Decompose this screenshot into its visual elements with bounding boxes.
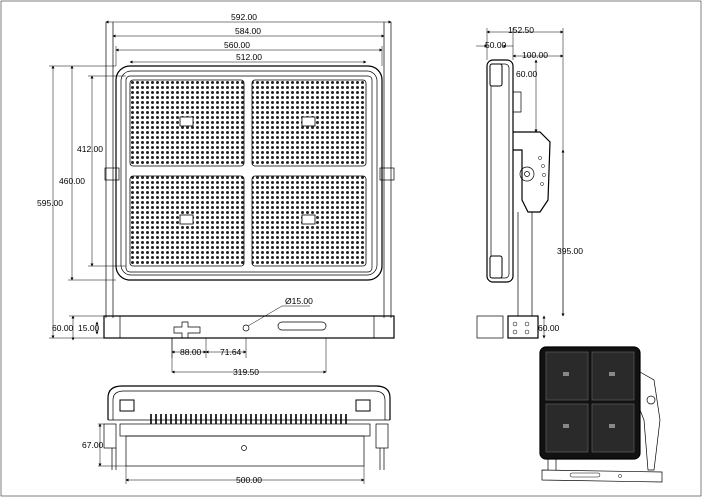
dim-hole-offset: 71.64 <box>220 347 242 357</box>
side-base-hole <box>524 321 530 327</box>
bottom-center-hole <box>241 445 247 451</box>
front-mount-hole <box>242 324 250 332</box>
front-module-1-chip-icon <box>179 116 194 127</box>
front-knob-right <box>379 167 395 181</box>
iso-chip-icon <box>609 424 615 428</box>
iso-chip-icon <box>563 372 569 376</box>
dim-front-height-panel: 412.00 <box>77 144 103 154</box>
front-module-4-chip-icon <box>301 214 316 225</box>
side-angle-hole <box>541 164 545 168</box>
bottom-view <box>103 385 391 470</box>
dim-hole-diameter: Ø15.00 <box>285 296 313 306</box>
bottom-fins <box>150 414 348 424</box>
side-view <box>476 59 551 339</box>
bottom-knob-right <box>355 399 371 412</box>
dim-bottom-height: 67.00 <box>82 440 104 450</box>
side-base-right <box>507 315 539 339</box>
front-view <box>103 22 395 339</box>
dim-front-width-body: 560.00 <box>224 40 250 50</box>
front-knob-left <box>104 167 120 181</box>
iso-pivot <box>646 395 656 405</box>
front-module-2-chip-icon <box>301 116 316 127</box>
iso-base-slot <box>569 472 601 478</box>
bottom-bracket-bar <box>119 423 371 437</box>
dim-side-depth: 152.50 <box>508 25 534 35</box>
bottom-dimensions: 67.00 500.00 <box>82 423 365 485</box>
iso-base <box>541 469 663 483</box>
dim-side-offset-b: 100.00 <box>522 50 548 60</box>
side-angle-hole <box>540 182 544 186</box>
dim-side-bracket-height: 60.00 <box>538 323 560 333</box>
side-dimensions: 152.50 50.00 100.00 60.00 395.00 60.00 <box>476 25 583 339</box>
side-base-left <box>476 315 504 339</box>
front-bracket-arms <box>105 22 392 318</box>
front-cross-slot <box>173 321 201 339</box>
side-angle-hole <box>538 156 542 160</box>
dim-front-width-overall: 592.00 <box>231 12 257 22</box>
front-module-3-chip-icon <box>179 214 194 225</box>
front-led-module-4 <box>251 175 367 267</box>
side-housing-inner <box>490 63 510 279</box>
dim-bracket-slot: 15.00 <box>78 323 100 333</box>
side-knob-top <box>489 63 503 87</box>
iso-chip-icon <box>563 424 569 428</box>
side-angle-hole <box>542 173 546 177</box>
front-dimensions: 592.00 584.00 560.00 512.00 595.00 460.0… <box>37 12 392 377</box>
dim-front-width-panel: 512.00 <box>236 52 262 62</box>
bottom-housing-inner <box>112 390 386 420</box>
bottom-bracket-rail <box>125 435 365 467</box>
front-long-slot <box>277 321 327 331</box>
iso-arm <box>639 371 661 471</box>
front-led-module-3 <box>129 175 245 267</box>
side-pivot <box>519 166 535 182</box>
front-module-frame <box>125 75 373 273</box>
front-housing-outer <box>115 65 383 281</box>
side-housing <box>486 59 514 283</box>
dim-bracket-height: 60.00 <box>52 323 74 333</box>
bottom-arm-legs <box>111 448 385 470</box>
dim-front-width-bracket: 584.00 <box>235 26 261 36</box>
dim-side-offset-a: 50.00 <box>485 40 507 50</box>
side-fin-block <box>513 91 522 113</box>
bottom-knob-left <box>119 399 135 412</box>
front-led-module-1 <box>129 79 245 167</box>
isometric-view <box>539 346 663 483</box>
bottom-bracket-end-right <box>375 423 389 449</box>
front-led-module-2 <box>251 79 367 167</box>
iso-chip-icon <box>609 372 615 376</box>
front-bracket-end-right <box>373 315 395 339</box>
dim-front-height-body: 460.00 <box>59 176 85 186</box>
side-base-hole <box>524 329 530 335</box>
side-base-hole <box>512 321 518 327</box>
side-base-hole <box>512 329 518 335</box>
dim-side-offset-c: 60.00 <box>516 69 538 79</box>
front-bracket-end-left <box>103 315 121 339</box>
dim-side-pivot-height: 395.00 <box>557 246 583 256</box>
side-knob-bottom <box>489 255 503 279</box>
side-pivot-center <box>524 171 530 177</box>
dim-front-height-overall: 595.00 <box>37 198 63 208</box>
bottom-housing <box>107 385 391 420</box>
dim-bottom-width: 500.00 <box>236 475 262 485</box>
side-arm <box>513 131 551 213</box>
iso-base-leg <box>547 459 557 470</box>
bottom-bracket-end-left <box>103 423 117 449</box>
front-housing-inner <box>120 70 378 276</box>
side-post <box>517 212 533 316</box>
iso-base-hole <box>618 474 622 478</box>
dim-slot-spacing: 88.00 <box>180 347 202 357</box>
dim-slot-span: 319.50 <box>233 367 259 377</box>
